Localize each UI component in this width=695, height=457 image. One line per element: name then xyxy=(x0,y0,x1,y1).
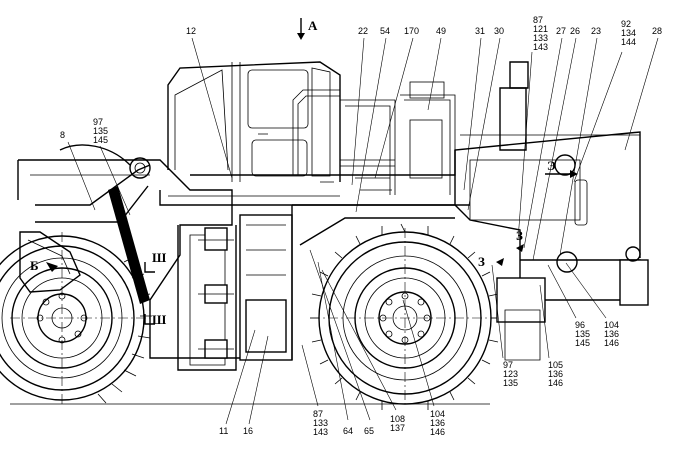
callout-31: 31 xyxy=(475,26,485,36)
svg-text:135: 135 xyxy=(93,126,108,136)
callout-30: 30 xyxy=(494,26,504,36)
callout-96: 96 135 145 xyxy=(575,320,590,348)
svg-text:146: 146 xyxy=(604,338,619,348)
callout-64: 64 xyxy=(343,426,353,436)
cab xyxy=(167,61,341,197)
callout-104-bottom: 104 136 146 xyxy=(430,409,445,437)
callout-28: 28 xyxy=(652,26,662,36)
svg-text:97: 97 xyxy=(503,360,513,370)
svg-text:108: 108 xyxy=(390,414,405,424)
leader-lines xyxy=(67,37,659,425)
svg-text:87: 87 xyxy=(533,15,543,25)
callout-26: 26 xyxy=(570,26,580,36)
svg-text:137: 137 xyxy=(390,423,405,433)
svg-text:133: 133 xyxy=(313,418,328,428)
view-arrow-a xyxy=(297,18,305,40)
callout-12: 12 xyxy=(186,26,196,36)
svg-text:143: 143 xyxy=(313,427,328,437)
svg-text:135: 135 xyxy=(503,378,518,388)
svg-text:146: 146 xyxy=(430,427,445,437)
callout-27: 27 xyxy=(556,26,566,36)
callout-87-bottom: 87 133 143 xyxy=(313,409,328,437)
callout-108: 108 137 xyxy=(390,414,405,433)
callout-23: 23 xyxy=(591,26,601,36)
labels: А Б Ш Ш Э З З 12 22 54 170 49 31 30 87 1… xyxy=(30,15,662,437)
section-arrows-sh xyxy=(144,262,155,325)
svg-text:145: 145 xyxy=(93,135,108,145)
section-arrow-b xyxy=(46,262,58,272)
svg-text:104: 104 xyxy=(604,320,619,330)
svg-text:146: 146 xyxy=(548,378,563,388)
section-arrows-z xyxy=(496,244,524,266)
callout-8: 8 xyxy=(60,130,65,140)
callout-170: 170 xyxy=(404,26,419,36)
callout-97-left: 97 135 145 xyxy=(93,117,108,145)
callout-104-right: 104 136 146 xyxy=(604,320,619,348)
svg-text:136: 136 xyxy=(430,418,445,428)
callout-105: 105 136 146 xyxy=(548,360,563,388)
rear-wheel xyxy=(310,223,500,410)
svg-text:136: 136 xyxy=(548,369,563,379)
svg-text:144: 144 xyxy=(621,37,636,47)
svg-text:104: 104 xyxy=(430,409,445,419)
section-label-z-2: З xyxy=(478,254,485,269)
section-label-z-1: З xyxy=(516,228,523,243)
section-label-sh-1: Ш xyxy=(152,250,167,265)
svg-text:134: 134 xyxy=(621,28,636,38)
section-label-sh-2: Ш xyxy=(152,312,167,327)
chassis xyxy=(17,61,649,371)
svg-text:133: 133 xyxy=(533,33,548,43)
callout-92: 92 134 144 xyxy=(621,19,636,47)
callout-16: 16 xyxy=(243,426,253,436)
svg-text:105: 105 xyxy=(548,360,563,370)
callout-65: 65 xyxy=(364,426,374,436)
svg-text:96: 96 xyxy=(575,320,585,330)
callout-11: 11 xyxy=(219,426,228,436)
svg-text:123: 123 xyxy=(503,369,518,379)
svg-text:121: 121 xyxy=(533,24,548,34)
callout-49: 49 xyxy=(436,26,446,36)
callout-54: 54 xyxy=(380,26,390,36)
svg-text:97: 97 xyxy=(93,117,103,127)
callout-87-top: 87 121 133 143 xyxy=(533,15,548,52)
callout-22: 22 xyxy=(358,26,368,36)
callout-97-bottom: 97 123 135 xyxy=(503,360,518,388)
svg-text:143: 143 xyxy=(533,42,548,52)
svg-text:145: 145 xyxy=(575,338,590,348)
svg-text:136: 136 xyxy=(604,329,619,339)
view-label-a: А xyxy=(308,18,318,33)
svg-text:87: 87 xyxy=(313,409,323,419)
section-label-e: Э xyxy=(547,158,556,173)
svg-text:92: 92 xyxy=(621,19,631,29)
handrails xyxy=(292,81,456,195)
svg-text:135: 135 xyxy=(575,329,590,339)
section-label-b: Б xyxy=(30,258,39,273)
